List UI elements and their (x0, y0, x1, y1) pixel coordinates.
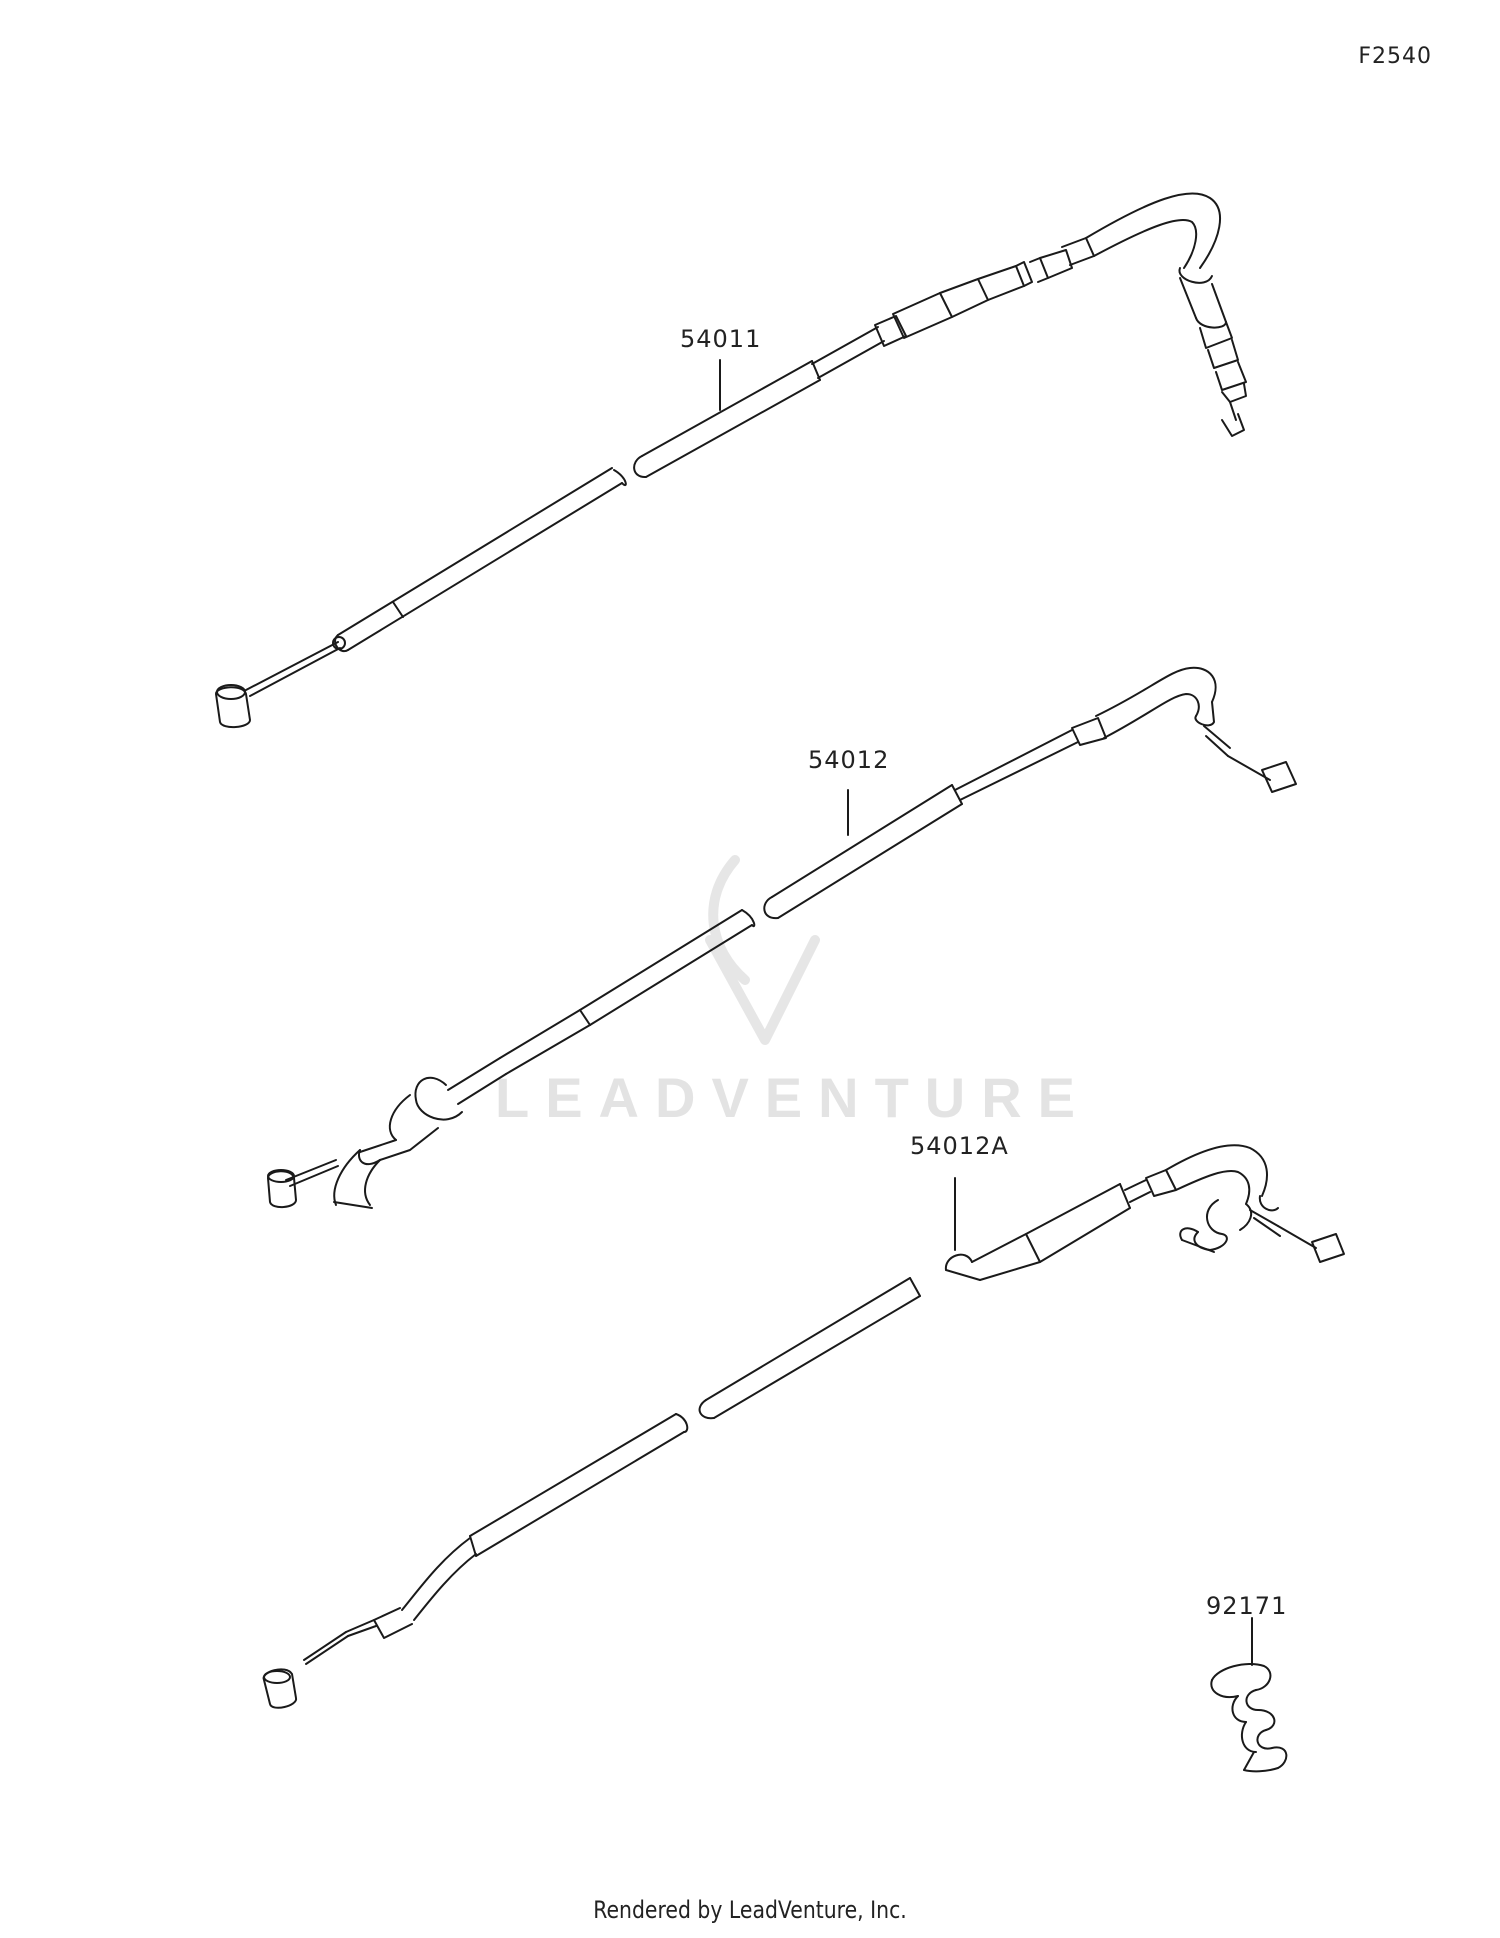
footer-credit: Rendered by LeadVenture, Inc. (593, 1896, 907, 1924)
cable-54011 (215, 192, 1247, 728)
watermark-logo (705, 855, 820, 1045)
diagram-id: F2540 (1358, 44, 1432, 69)
watermark-text: LEADVENTURE (495, 1066, 1092, 1129)
cable-54012 (267, 666, 1297, 1209)
callout-92171[interactable]: 92171 (1206, 1592, 1288, 1620)
callout-54011[interactable]: 54011 (680, 325, 762, 353)
callout-54012[interactable]: 54012 (808, 746, 890, 774)
cable-54012a (262, 1144, 1345, 1709)
callout-54012a[interactable]: 54012A (910, 1132, 1009, 1160)
clamp-92171 (1210, 1662, 1288, 1773)
